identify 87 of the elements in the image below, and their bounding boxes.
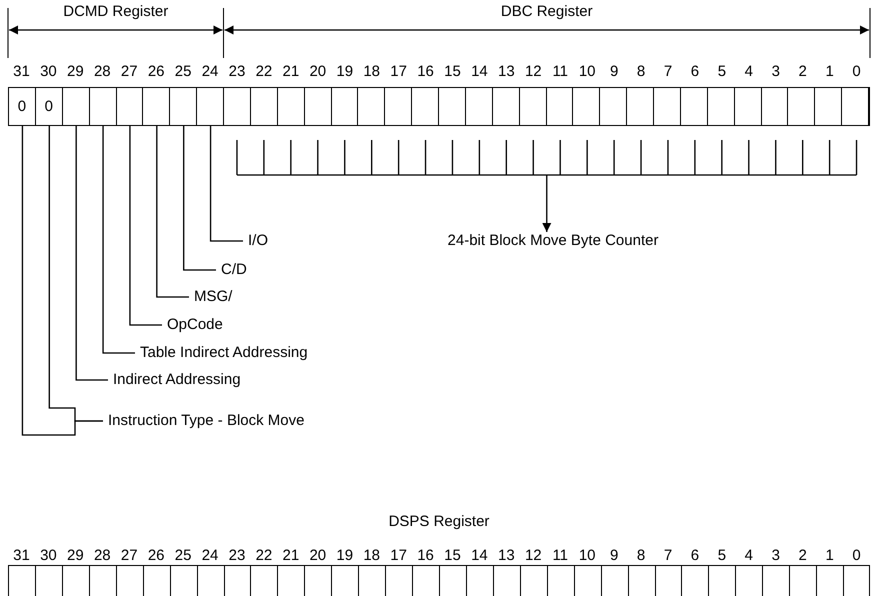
bit-number: 4	[744, 547, 754, 565]
bit-value: 0	[18, 98, 26, 115]
bit-number: 31	[12, 547, 31, 565]
bit-number: 2	[798, 63, 808, 81]
bit-value: 0	[44, 98, 53, 115]
field-label: OpCode	[167, 316, 223, 334]
bit-number: 28	[92, 547, 112, 565]
bit-number: 19	[335, 63, 354, 81]
leader-line	[22, 125, 103, 436]
bit-number: 26	[146, 547, 166, 565]
bit-number: 31	[12, 63, 31, 81]
leader-line	[156, 125, 189, 298]
bit-number: 13	[497, 63, 516, 81]
bit-number: 25	[174, 547, 192, 565]
bit-number: 3	[770, 63, 781, 81]
bit-number: 13	[497, 547, 516, 565]
bit-number: 29	[66, 63, 85, 81]
field-label: MSG/	[194, 288, 232, 306]
bit-number: 28	[92, 63, 112, 81]
field-label: Indirect Addressing	[113, 371, 241, 389]
bit-number: 18	[362, 63, 382, 81]
field-label: Instruction Type - Block Move	[108, 412, 304, 430]
bit-number: 1	[824, 547, 835, 565]
bit-number: 3	[770, 547, 781, 565]
field-label: I/O	[248, 232, 268, 250]
bit-number: 0	[851, 547, 862, 565]
bit-number: 18	[362, 547, 382, 565]
register-box	[8, 87, 870, 126]
bit-number: 4	[744, 63, 754, 81]
bit-number: 24	[200, 63, 220, 81]
field-label: 24-bit Block Move Byte Counter	[448, 232, 658, 250]
bit-number: 15	[443, 63, 462, 81]
bit-number: 15	[443, 547, 462, 565]
register-title: DSPS Register	[388, 513, 490, 531]
bit-number: 20	[308, 63, 328, 81]
bit-number: 5	[716, 547, 728, 565]
bit-number: 6	[690, 63, 700, 81]
bit-number: 10	[578, 547, 597, 565]
bit-number: 30	[39, 63, 58, 81]
leader-line	[129, 125, 162, 326]
bracket	[236, 139, 858, 176]
bit-number: 19	[335, 547, 354, 565]
arrow	[542, 175, 552, 232]
bit-number: 11	[551, 547, 570, 565]
leader-line	[183, 125, 216, 271]
bit-number: 9	[608, 63, 620, 81]
bit-number: 22	[254, 63, 274, 81]
leader-line	[76, 125, 108, 381]
bit-number: 17	[389, 63, 408, 81]
register-name: DBC Register	[500, 3, 594, 21]
bit-number: 29	[66, 547, 85, 565]
bit-number: 16	[416, 547, 435, 565]
bit-number: 11	[551, 63, 570, 81]
bit-number: 12	[524, 547, 543, 565]
field-label: C/D	[221, 261, 247, 279]
bit-number: 20	[308, 547, 328, 565]
bit-number: 7	[662, 63, 674, 81]
bit-number: 1	[824, 63, 835, 81]
bit-number: 16	[416, 63, 435, 81]
leader-line	[102, 125, 135, 354]
bit-number: 27	[120, 547, 139, 565]
bit-number: 9	[608, 547, 620, 565]
bit-number: 25	[174, 63, 192, 81]
leader-line	[210, 125, 243, 242]
register-name: DCMD Register	[62, 3, 170, 21]
bit-number: 26	[146, 63, 166, 81]
bit-number: 22	[254, 547, 274, 565]
bit-number: 21	[282, 547, 300, 565]
bit-number: 12	[524, 63, 543, 81]
bit-number: 17	[389, 547, 408, 565]
bit-number: 14	[470, 63, 489, 81]
bit-number: 0	[851, 63, 862, 81]
bit-number: 21	[282, 63, 300, 81]
bit-number: 5	[716, 63, 728, 81]
bit-number: 23	[228, 547, 246, 565]
bit-number: 6	[690, 547, 700, 565]
bit-number: 10	[578, 63, 597, 81]
bit-number: 7	[662, 547, 674, 565]
bit-number: 2	[798, 547, 808, 565]
bit-number: 23	[228, 63, 246, 81]
bit-number: 24	[200, 547, 220, 565]
bit-number: 27	[120, 63, 139, 81]
bit-number: 30	[39, 547, 58, 565]
bit-number: 8	[636, 547, 646, 565]
bit-number: 14	[470, 547, 489, 565]
bit-number: 8	[636, 63, 646, 81]
field-label: Table Indirect Addressing	[140, 344, 308, 362]
